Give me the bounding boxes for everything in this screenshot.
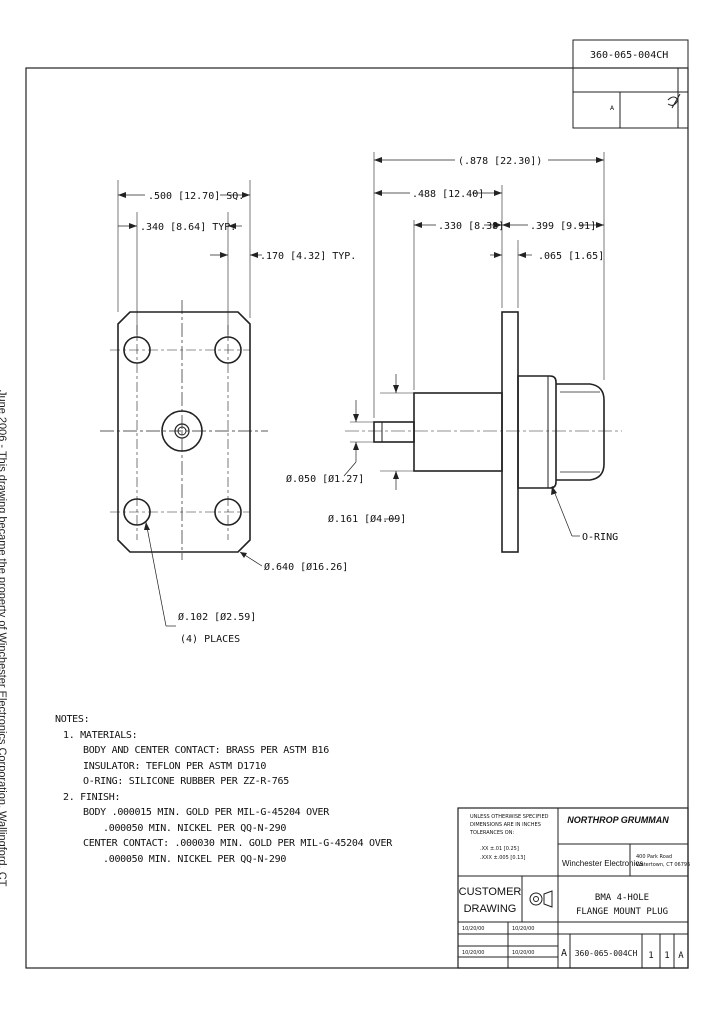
dim-dia-640: Ø.640 [Ø16.26] [264, 561, 348, 573]
tolerance-line-5: .XXX ±.005 [0.13] [480, 855, 525, 861]
ownership-side-note: June 2006 - This drawing became the prop… [0, 390, 8, 887]
flange-side [501, 311, 519, 553]
front-view-dimensions: .500 [12.70] SQ. .340 [8.64] TYP. .170 [… [117, 180, 356, 645]
sheet-of: 1 [664, 951, 669, 961]
materials-line: BODY AND CENTER CONTACT: BRASS PER ASTM … [83, 745, 329, 756]
finish-line: CENTER CONTACT: .000030 MIN. GOLD PER MI… [83, 838, 392, 849]
finish-line: .000050 MIN. NICKEL PER QQ-N-290 [103, 822, 287, 834]
materials-line: INSULATOR: TEFLON PER ASTM D1710 [83, 760, 267, 772]
third-angle-projection-icon [529, 890, 553, 908]
plug-nose [556, 383, 605, 481]
oring-label: O-RING [582, 532, 618, 543]
dim-dia-050: Ø.050 [Ø1.27] [286, 473, 364, 485]
title-block: UNLESS OTHERWISE SPECIFIED DIMENSIONS AR… [457, 807, 690, 969]
drawing-notes: NOTES: 1. MATERIALS: BODY AND CENTER CON… [55, 712, 392, 867]
dim-length-488: .488 [12.40] [412, 189, 484, 200]
customer-drawing-2: DRAWING [464, 903, 517, 915]
revision-letter: A [610, 105, 615, 112]
drawing-number: 360-065-004CH [575, 949, 638, 958]
notes-title: NOTES: [55, 714, 90, 725]
dim-length-330: .330 [8.38] [438, 221, 504, 232]
tolerance-line-4: .XX ±.01 [0.25] [480, 846, 519, 852]
materials-line: O-RING: SILICONE RUBBER PER ZZ-R-765 [83, 776, 289, 787]
dim-offset-170: .170 [4.32] TYP. [260, 251, 356, 262]
company-name: NORTHROP GRUMMAN [567, 815, 669, 825]
dim-dia-161: Ø.161 [Ø4.09] [328, 513, 406, 525]
address-line-2: Watertown, CT 06795 [636, 862, 690, 868]
dim-square-500: .500 [12.70] SQ. [148, 191, 244, 202]
part-title-1: BMA 4-HOLE [595, 893, 649, 903]
dim-flange-thickness: .065 [1.65] [538, 251, 604, 262]
materials-heading: 1. MATERIALS: [63, 729, 138, 741]
dim-length-399: .399 [9.91] [530, 221, 596, 232]
dim-places: (4) PLACES [180, 634, 240, 645]
division-name: Winchester Electronics [562, 859, 643, 868]
dim-overall-length: (.878 [22.30]) [458, 156, 542, 167]
customer-drawing-1: CUSTOMER [459, 886, 522, 898]
finish-heading: 2. FINISH: [63, 791, 121, 803]
dim-dia-102: Ø.102 [Ø2.59] [178, 611, 256, 623]
finish-line: BODY .000015 MIN. GOLD PER MIL-G-45204 O… [83, 807, 329, 818]
side-view-dimensions: (.878 [22.30]) .488 [12.40] .330 [8.38] … [286, 152, 618, 543]
sheet-border [25, 67, 689, 969]
revision-part-number: 360-065-004CH [590, 50, 668, 61]
check-date: 10/20/00 [512, 926, 534, 932]
revision-block: 360-065-004CH A [572, 39, 689, 129]
issued-date: 10/20/00 [512, 950, 534, 956]
finish-line: .000050 MIN. NICKEL PER QQ-N-290 [103, 853, 287, 865]
size-value: A [561, 948, 567, 959]
dim-spacing-340: .340 [8.64] TYP. [140, 222, 236, 233]
sheet-number: 1 [648, 951, 653, 961]
revision-signature [667, 93, 681, 109]
tolerance-line-3: TOLERANCES ON: [469, 830, 514, 836]
center-pin [373, 421, 415, 443]
revision-value: A [678, 951, 684, 961]
drawn-date: 10/20/00 [462, 926, 484, 932]
tolerance-line-2: DIMENSIONS ARE IN INCHES [470, 822, 541, 828]
part-title-2: FLANGE MOUNT PLUG [576, 907, 668, 917]
address-line-1: 400 Park Road [636, 854, 672, 860]
connector-side-view [345, 311, 622, 553]
approval-date: 10/20/00 [462, 950, 484, 956]
tolerance-line-1: UNLESS OTHERWISE SPECIFIED [470, 814, 549, 820]
body-shank [413, 392, 503, 472]
flange-front-view [100, 300, 268, 560]
